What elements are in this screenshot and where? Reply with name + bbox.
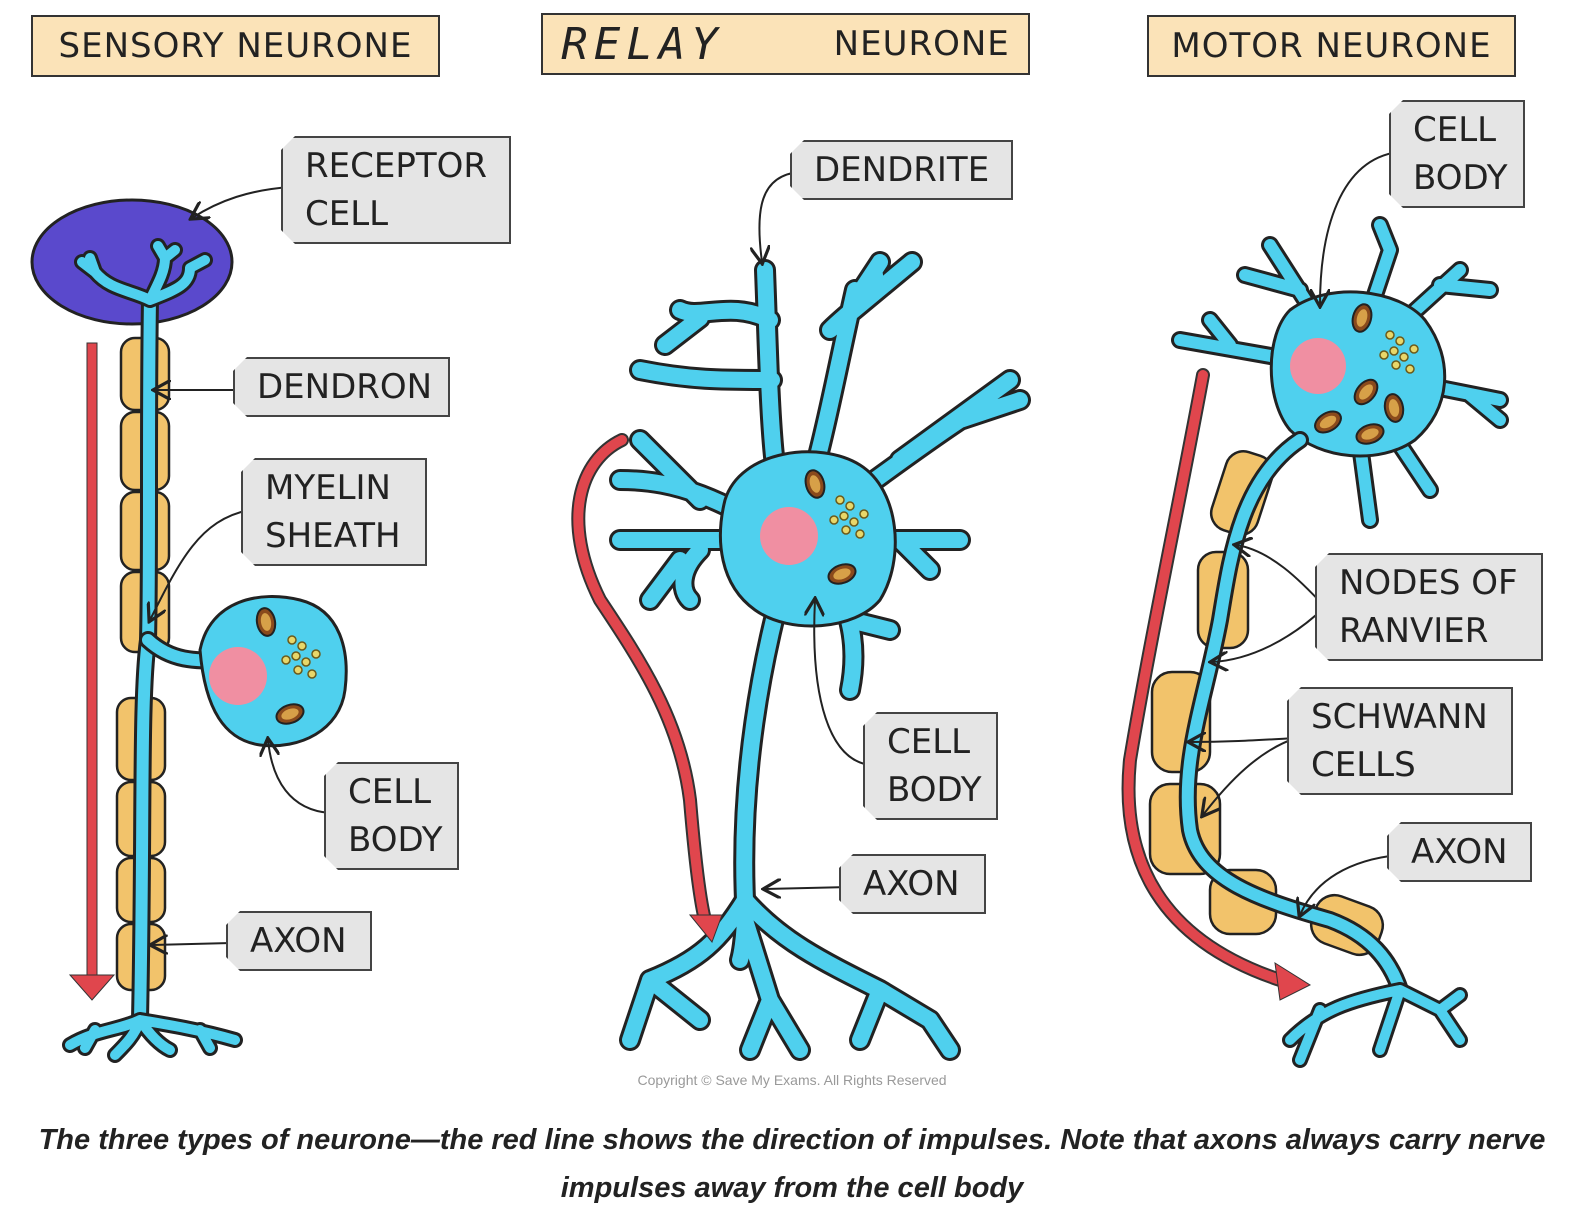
relay-impulse-arrow	[571, 433, 723, 943]
motor-nucleus	[1290, 338, 1346, 394]
tag-schwann-cells: SCHWANN CELLS	[1287, 687, 1513, 795]
sensory-cell-body	[198, 595, 348, 748]
relay-nucleus	[760, 507, 818, 565]
sensory-pointers	[150, 186, 331, 945]
motor-impulse-arrow	[1121, 368, 1312, 1001]
tag-sensory-cell-body: CELL BODY	[324, 762, 459, 870]
relay-neurone	[571, 171, 1031, 1061]
motor-title-text: MOTOR NEURONE	[1171, 26, 1492, 66]
sensory-nucleus	[209, 647, 267, 705]
tag-motor-cell-body: CELL BODY	[1389, 100, 1525, 208]
tag-myelin-sheath: MYELIN SHEATH	[241, 458, 427, 566]
relay-pointers	[759, 171, 871, 889]
copyright-notice: Copyright © Save My Exams. All Rights Re…	[637, 1072, 947, 1088]
tag-receptor-cell: RECEPTOR CELL	[281, 136, 511, 244]
tag-dendrite: DENDRITE	[790, 140, 1013, 200]
relay-title-suffix: NEURONE	[833, 24, 1010, 64]
figure-caption: The three types of neurone—the red line …	[38, 1124, 1546, 1204]
neurone-diagram	[30, 151, 1509, 1068]
relay-title: RELAY NEURONE	[541, 13, 1030, 75]
sensory-title: SENSORY NEURONE	[31, 15, 440, 77]
sensory-impulse-arrow	[68, 342, 116, 1001]
motor-cell-body	[1269, 290, 1447, 458]
sensory-fibre	[62, 238, 243, 1063]
relay-neuron-shape	[609, 251, 1031, 1061]
tag-sensory-axon: AXON	[226, 911, 372, 971]
motor-neurone	[1121, 151, 1509, 1068]
tag-nodes-of-ranvier: NODES OF RANVIER	[1315, 553, 1543, 661]
tag-dendron: DENDRON	[233, 357, 450, 417]
motor-title: MOTOR NEURONE	[1147, 15, 1516, 77]
relay-title-word: RELAY	[561, 18, 724, 70]
tag-relay-cell-body: CELL BODY	[863, 712, 998, 820]
tag-motor-axon: AXON	[1387, 822, 1532, 882]
sensory-title-text: SENSORY NEURONE	[58, 26, 413, 66]
relay-cell-body	[719, 450, 897, 628]
sensory-neurone	[30, 186, 348, 1063]
tag-relay-axon: AXON	[839, 854, 986, 914]
